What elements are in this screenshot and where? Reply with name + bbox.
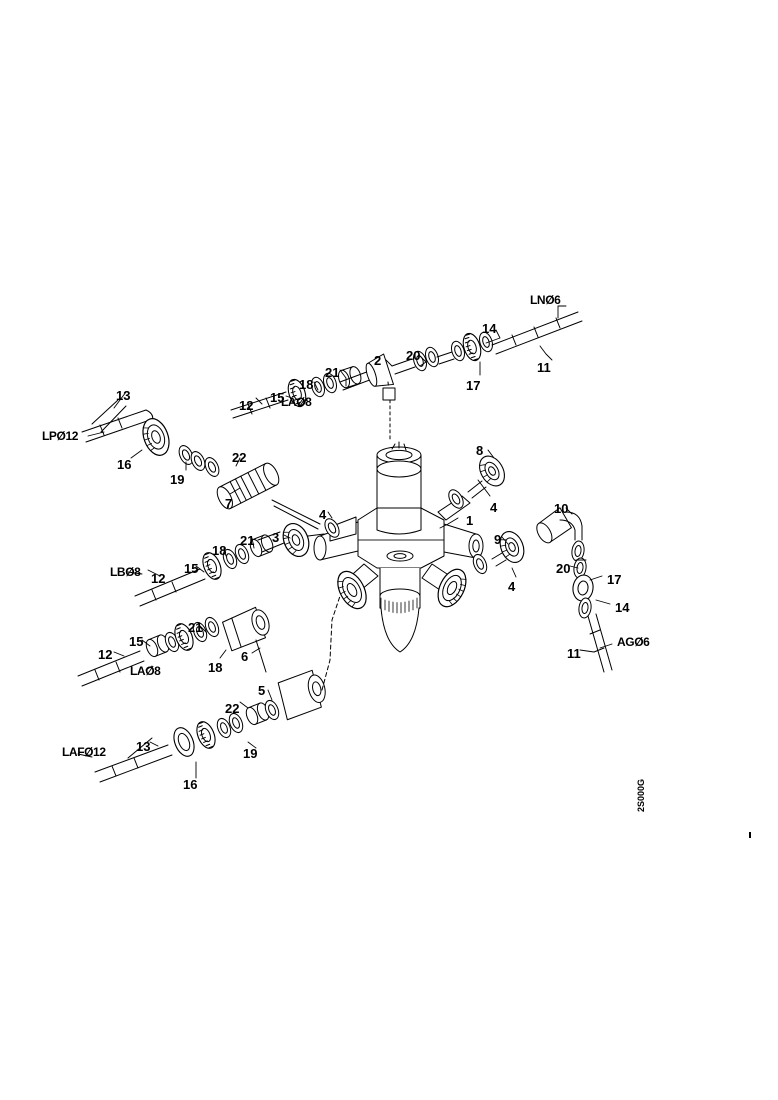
callout-19-top: 19	[170, 472, 185, 487]
port-code-lp012: LPØ12	[42, 429, 79, 443]
callout-22-top: 22	[232, 450, 247, 465]
assembly-ln06	[230, 311, 583, 441]
port-code-la08-top: LAØ8	[281, 395, 312, 409]
callout-6: 6	[241, 649, 249, 664]
callout-13-low: 13	[136, 739, 151, 754]
callout-18-upper: 18	[299, 377, 314, 392]
callout-21-mid: 21	[240, 533, 255, 548]
assembly-laf012	[94, 595, 341, 783]
assembly-lp012	[81, 399, 343, 541]
callout-15-low: 15	[129, 634, 144, 649]
callout-4-upper-right: 4	[490, 500, 498, 515]
callout-2: 2	[374, 353, 382, 368]
port-code-lb08: LBØ8	[110, 565, 141, 579]
callout-11-right: 11	[567, 646, 581, 661]
callout-20-upper: 20	[406, 348, 421, 363]
assembly-lb08	[134, 523, 325, 607]
callout-9: 9	[494, 532, 502, 547]
callout-17-upper: 17	[466, 378, 481, 393]
callout-12-mid: 12	[151, 571, 166, 586]
callout-18-low: 18	[208, 660, 223, 675]
body-lower-flanges	[337, 568, 467, 610]
callout-1: 1	[466, 513, 474, 528]
callout-3: 3	[272, 530, 280, 545]
drawing-reference-code: 2S000G	[636, 778, 646, 812]
page-edge-tick	[749, 832, 751, 838]
callout-22-low: 22	[225, 701, 240, 716]
callout-16-top: 16	[117, 457, 132, 472]
assembly-right-upper	[445, 455, 505, 512]
callout-18-mid: 18	[212, 543, 227, 558]
callout-12-upper: 12	[239, 398, 254, 413]
callout-17-right: 17	[607, 572, 622, 587]
assembly-ag06	[470, 507, 613, 673]
callout-8: 8	[476, 443, 484, 458]
callout-19-low: 19	[243, 746, 258, 761]
valve-body-center	[313, 441, 484, 653]
port-code-la08-bottom: LAØ8	[130, 664, 161, 678]
callout-16-low: 16	[183, 777, 198, 792]
callout-21-low: 21	[188, 620, 203, 635]
callout-10: 10	[554, 501, 569, 516]
callout-11-upper: 11	[537, 360, 551, 375]
callout-21-upper: 21	[325, 365, 340, 380]
callout-15-upper: 15	[270, 390, 285, 405]
callout-15-mid: 15	[184, 561, 199, 576]
port-code-ln06: LNØ6	[530, 293, 561, 307]
port-code-ag06: AGØ6	[617, 635, 650, 649]
callout-14-right: 14	[615, 600, 630, 615]
assembly-la08-lower	[77, 606, 270, 687]
callout-7: 7	[225, 496, 233, 511]
callout-4-lower-right: 4	[508, 579, 516, 594]
callout-12-low: 12	[98, 647, 113, 662]
leader-lines	[77, 305, 613, 779]
port-code-laf012: LAFØ12	[62, 745, 106, 759]
callout-13-top: 13	[116, 388, 131, 403]
callout-4-left: 4	[319, 507, 327, 522]
callout-20-right: 20	[556, 561, 571, 576]
callout-5: 5	[258, 683, 266, 698]
callout-14-upper: 14	[482, 321, 497, 336]
